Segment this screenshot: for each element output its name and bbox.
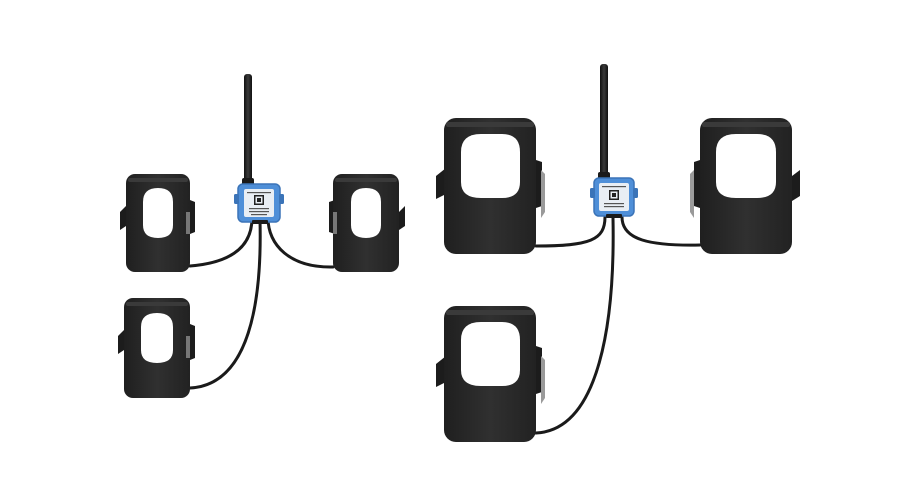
cable-group-right [534, 215, 702, 435]
cable [188, 218, 262, 390]
cable [620, 215, 702, 247]
cable [534, 215, 607, 248]
cable [266, 216, 335, 269]
ct-clamp-large [690, 118, 800, 254]
ct-clamp-large [436, 118, 545, 254]
ct-clamp-small [329, 174, 405, 272]
cable [534, 216, 615, 435]
cable [188, 216, 254, 268]
wireless-hub [590, 177, 638, 218]
large-ct-set [436, 64, 800, 442]
ct-clamp-small [118, 298, 195, 398]
qr-code-icon [254, 195, 264, 205]
wireless-hub [234, 183, 284, 224]
qr-code-icon [609, 190, 619, 200]
cable-group-left [188, 216, 335, 390]
small-ct-set [118, 74, 405, 398]
antenna [244, 74, 252, 186]
antenna [600, 64, 608, 180]
ct-clamp-small [120, 174, 195, 272]
ct-clamp-large [436, 306, 545, 442]
